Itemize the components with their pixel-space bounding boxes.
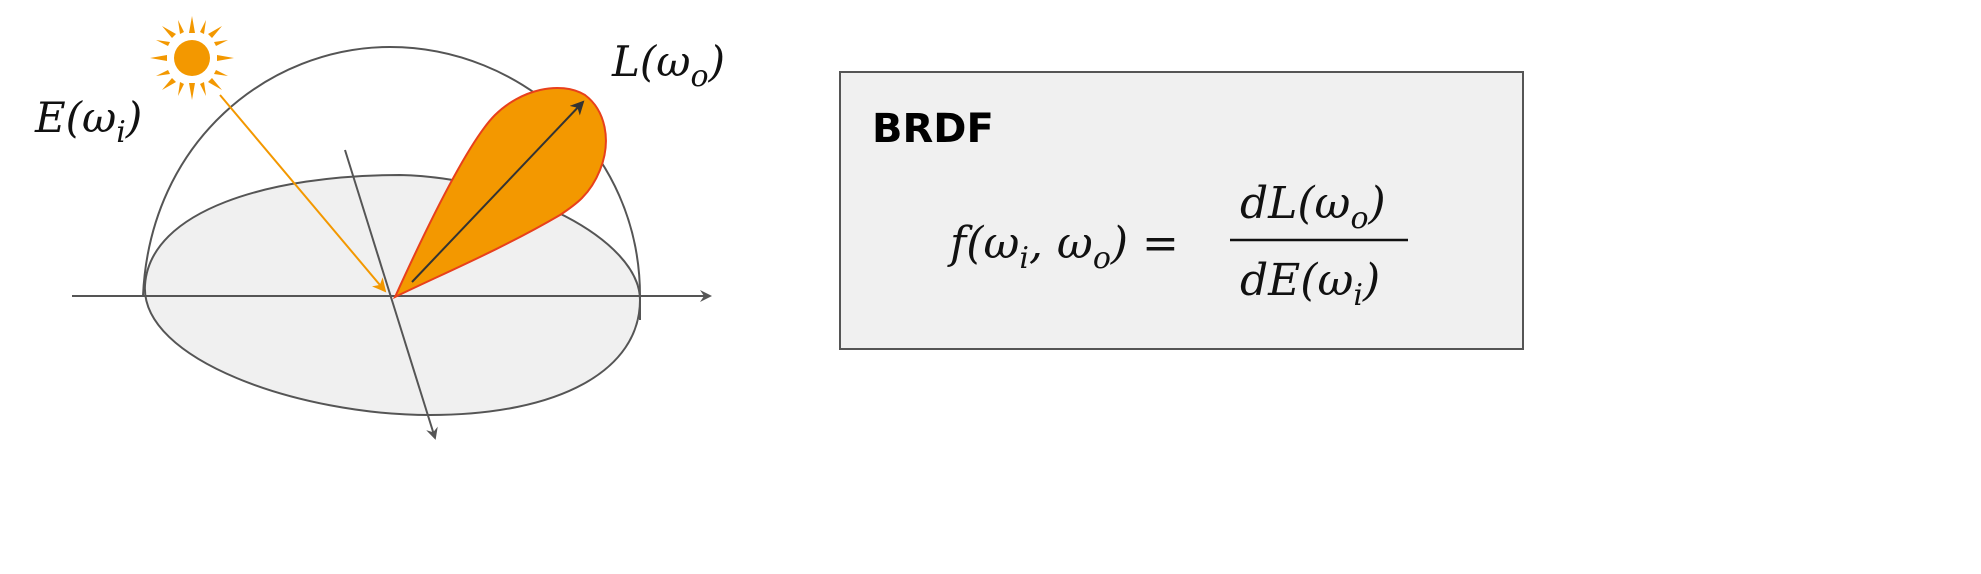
outgoing-ray [411, 100, 585, 283]
formula-numerator: dL(ωo) [1240, 178, 1386, 236]
formula-denominator: dE(ωi) [1240, 255, 1380, 313]
outgoing-label: L(ωo) [611, 37, 725, 94]
incident-ray [219, 94, 387, 293]
sun-icon [150, 16, 234, 100]
brdf-box [839, 71, 1524, 350]
incident-label: E(ωi) [34, 93, 142, 150]
brdf-title: BRDF [872, 106, 994, 152]
formula-lhs: f(ωi, ωo) = [947, 218, 1179, 276]
hemisphere [142, 45, 641, 320]
normal-axis [344, 149, 438, 440]
